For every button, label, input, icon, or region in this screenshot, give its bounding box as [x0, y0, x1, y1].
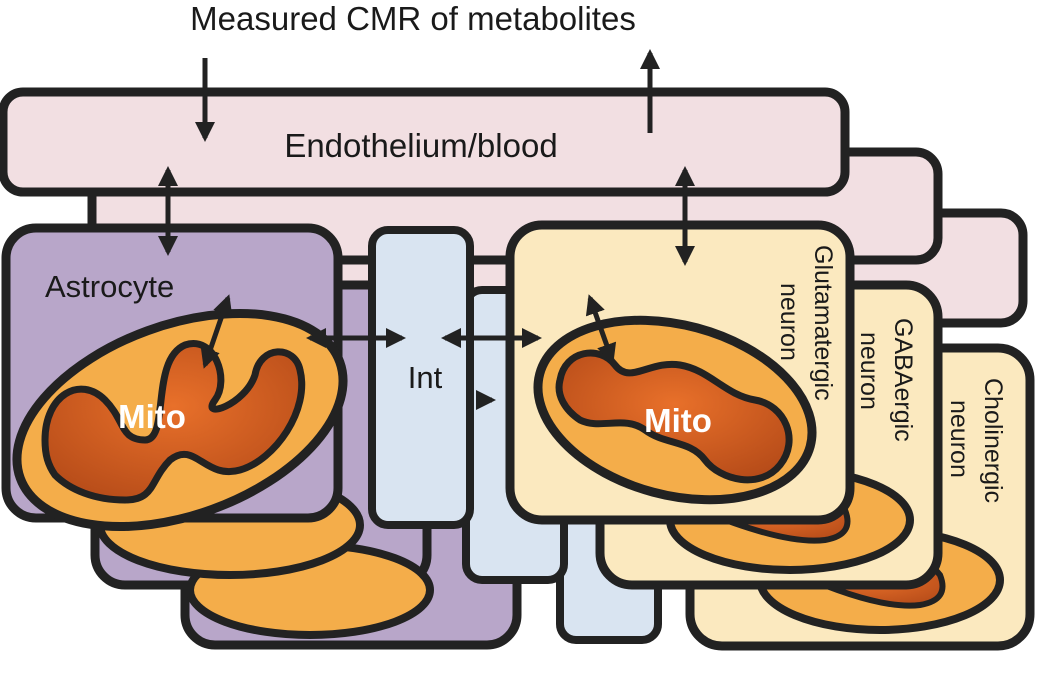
- astrocyte-mito-inner: [41, 340, 306, 504]
- cholinergic-label-line1: Cholinergic: [979, 378, 1007, 503]
- interstitial-label: Int: [408, 360, 443, 395]
- glutamatergic-mito-inner: [555, 349, 793, 484]
- diagram-title: Measured CMR of metabolites: [190, 0, 636, 37]
- arrow-neuron-mito: [585, 294, 617, 364]
- astrocyte-mito-label: Mito: [118, 398, 186, 435]
- arrow-astrocyte-mito: [200, 294, 233, 369]
- endothelium-label: Endothelium/blood: [284, 127, 557, 164]
- gabaergic-label-line1: GABAergic: [889, 318, 917, 442]
- endothelium-box: [0, 87, 850, 197]
- neuron-mito-label: Mito: [644, 402, 712, 439]
- interstitial-box: [368, 226, 474, 529]
- cholinergic-label-line2: neuron: [945, 400, 973, 478]
- astrocyte-label: Astrocyte: [45, 269, 174, 304]
- gabaergic-label-line2: neuron: [855, 332, 883, 410]
- glutamatergic-label-line1: Glutamatergic: [809, 245, 837, 401]
- glutamatergic-label-line2: neuron: [775, 283, 803, 361]
